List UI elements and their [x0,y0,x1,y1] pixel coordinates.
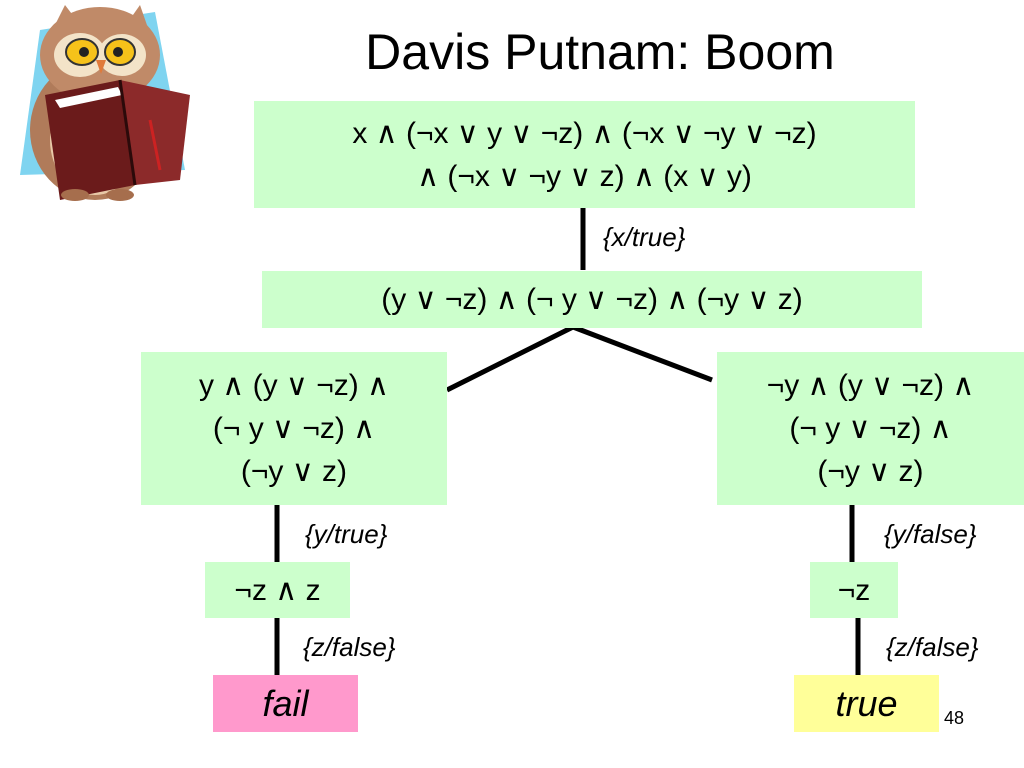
formula-line: ¬z [837,573,871,607]
node-level1-formula: (y ∨ ¬z) ∧ (¬ y ∨ ¬z) ∧ (¬y ∨ z) [262,271,922,328]
formula-line: (¬y ∨ z) [817,455,924,488]
formula-line: (y ∨ ¬z) ∧ (¬ y ∨ ¬z) ∧ (¬y ∨ z) [381,283,803,316]
edge-level1-left [445,324,575,393]
substitution-x-true: {x/true} [603,222,686,252]
substitution-y-true: {y/true} [305,519,388,549]
owl-reading-book-icon [20,5,190,201]
substitution-z-false-left: {z/false} [303,632,396,662]
node-right-child-formula: ¬z [810,562,898,618]
result-label: fail [262,682,309,724]
formula-line: ¬y ∧ (y ∨ ¬z) ∧ [766,369,975,402]
formula-line: ∧ (¬x ∨ ¬y ∨ z) ∧ (x ∨ y) [417,159,752,193]
page-title: Davis Putnam: Boom [365,24,835,80]
formula-line: (¬ y ∨ ¬z) ∧ [789,412,952,445]
substitution-z-false-right: {z/false} [886,632,979,662]
formula-line: (¬y ∨ z) [240,455,348,488]
page-number: 48 [944,708,965,728]
node-right-formula: ¬y ∧ (y ∨ ¬z) ∧ (¬ y ∨ ¬z) ∧ (¬y ∨ z) [717,352,1024,505]
result-fail: fail [213,675,358,732]
result-true: true [794,675,939,732]
node-left-child-formula: ¬z ∧ z [205,562,350,618]
formula-line: y ∧ (y ∨ ¬z) ∧ [198,369,390,402]
formula-line: (¬ y ∨ ¬z) ∧ [212,412,376,445]
substitution-y-false: {y/false} [884,519,977,549]
formula-line: ¬z ∧ z [234,573,321,607]
edge-level1-right [572,324,713,383]
node-left-formula: y ∧ (y ∨ ¬z) ∧ (¬ y ∨ ¬z) ∧ (¬y ∨ z) [141,352,447,505]
formula-line: x ∧ (¬x ∨ y ∨ ¬z) ∧ (¬x ∨ ¬y ∨ ¬z) [352,116,817,150]
node-root-formula: x ∧ (¬x ∨ y ∨ ¬z) ∧ (¬x ∨ ¬y ∨ ¬z) ∧ (¬x… [254,101,915,208]
result-label: true [835,682,898,724]
